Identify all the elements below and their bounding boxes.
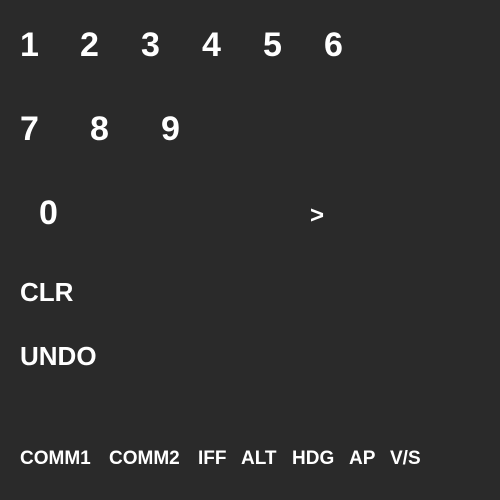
key-6[interactable]: 6 — [324, 26, 343, 64]
key-8[interactable]: 8 — [90, 110, 109, 148]
enter-arrow-button[interactable]: > — [310, 202, 325, 229]
key-3[interactable]: 3 — [141, 26, 160, 64]
key-4[interactable]: 4 — [202, 26, 221, 64]
mode-vs-button[interactable]: V/S — [390, 448, 421, 469]
key-9[interactable]: 9 — [161, 110, 180, 148]
key-7[interactable]: 7 — [20, 110, 39, 148]
undo-button[interactable]: UNDO — [20, 341, 97, 371]
clear-button[interactable]: CLR — [20, 277, 74, 307]
mode-comm1-button[interactable]: COMM1 — [20, 448, 91, 469]
key-1[interactable]: 1 — [20, 26, 39, 64]
mode-alt-button[interactable]: ALT — [241, 448, 277, 469]
key-2[interactable]: 2 — [80, 26, 99, 64]
key-0[interactable]: 0 — [39, 194, 58, 232]
mode-comm2-button[interactable]: COMM2 — [109, 448, 180, 469]
key-5[interactable]: 5 — [263, 26, 282, 64]
mode-ap-button[interactable]: AP — [349, 448, 376, 469]
mode-iff-button[interactable]: IFF — [198, 448, 227, 469]
mode-hdg-button[interactable]: HDG — [292, 448, 335, 469]
